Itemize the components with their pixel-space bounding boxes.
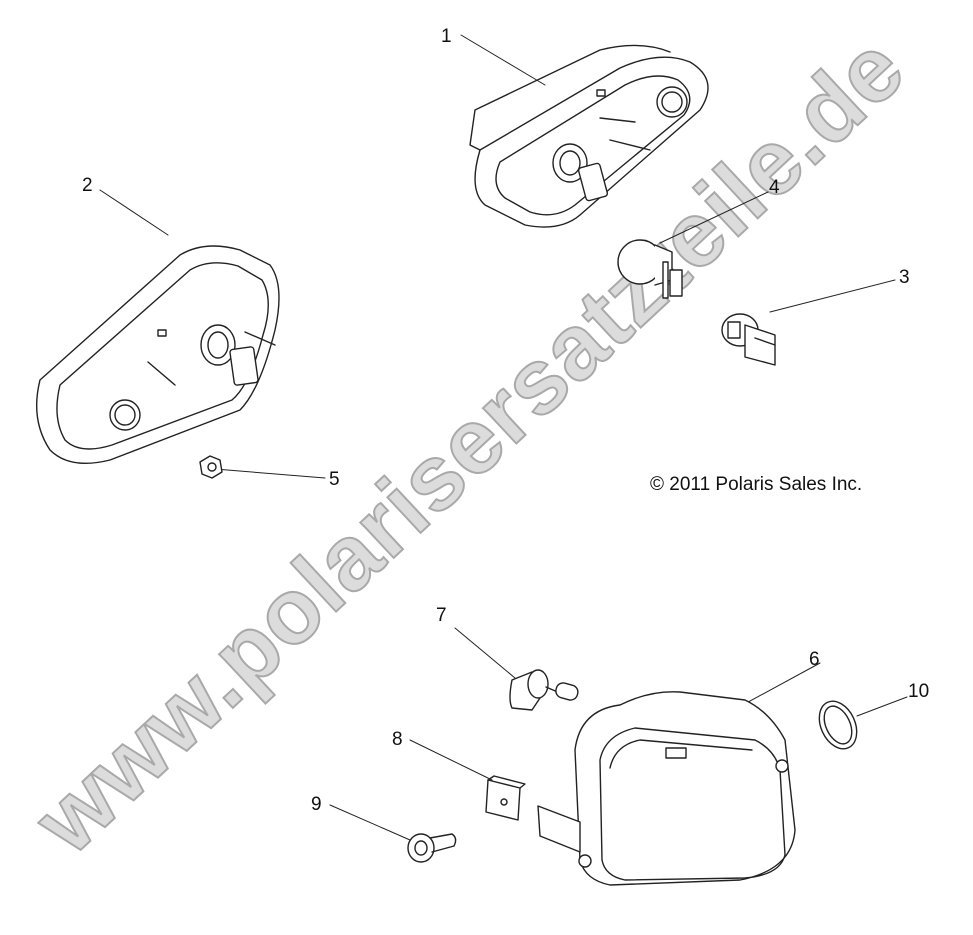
headlight-bulb xyxy=(509,669,579,711)
tail-light-assembly-left xyxy=(35,245,280,465)
callout-7: 7 xyxy=(436,605,447,626)
tail-light-bulb xyxy=(617,239,683,299)
callout-6: 6 xyxy=(809,649,820,670)
copyright-notice: © 2011 Polaris Sales Inc. xyxy=(650,474,863,495)
screw xyxy=(407,833,457,863)
nut xyxy=(199,455,223,479)
callout-3: 3 xyxy=(899,267,910,288)
seal-ring xyxy=(818,700,858,750)
bulb-socket xyxy=(721,313,776,366)
callout-2: 2 xyxy=(82,175,93,196)
leader-lines xyxy=(99,34,908,841)
clip-nut xyxy=(485,775,526,821)
tail-light-assembly-right xyxy=(469,44,709,228)
callout-4: 4 xyxy=(769,177,780,198)
callout-9: 9 xyxy=(311,794,322,815)
headlight-assembly xyxy=(537,691,796,886)
callout-10: 10 xyxy=(908,681,930,702)
callout-1: 1 xyxy=(441,26,452,47)
callout-5: 5 xyxy=(329,469,340,490)
callout-8: 8 xyxy=(392,729,403,750)
